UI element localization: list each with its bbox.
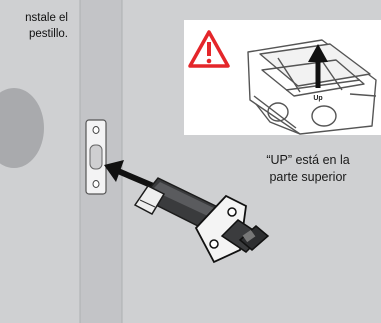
screw-hole-bottom [92, 180, 100, 188]
instruction-line-2: pestillo. [29, 28, 68, 40]
latch-assembly [133, 177, 270, 264]
latch-closeup-drawing [247, 39, 377, 135]
instruction-text: nstale el pestillo. [0, 10, 68, 42]
warning-triangle-icon [188, 30, 230, 68]
latch-hole [89, 144, 103, 170]
instruction-line-1: nstale el [25, 12, 68, 24]
screw-hole-top [92, 126, 100, 134]
callout-caption: “UP” está en la parte superior [238, 152, 378, 186]
caption-line-2: parte superior [269, 170, 347, 184]
up-marking-label: Up [313, 95, 322, 102]
up-arrow-icon [308, 44, 328, 88]
caption-line-1: “UP” está en la [266, 153, 350, 167]
bore-hole [0, 88, 44, 168]
